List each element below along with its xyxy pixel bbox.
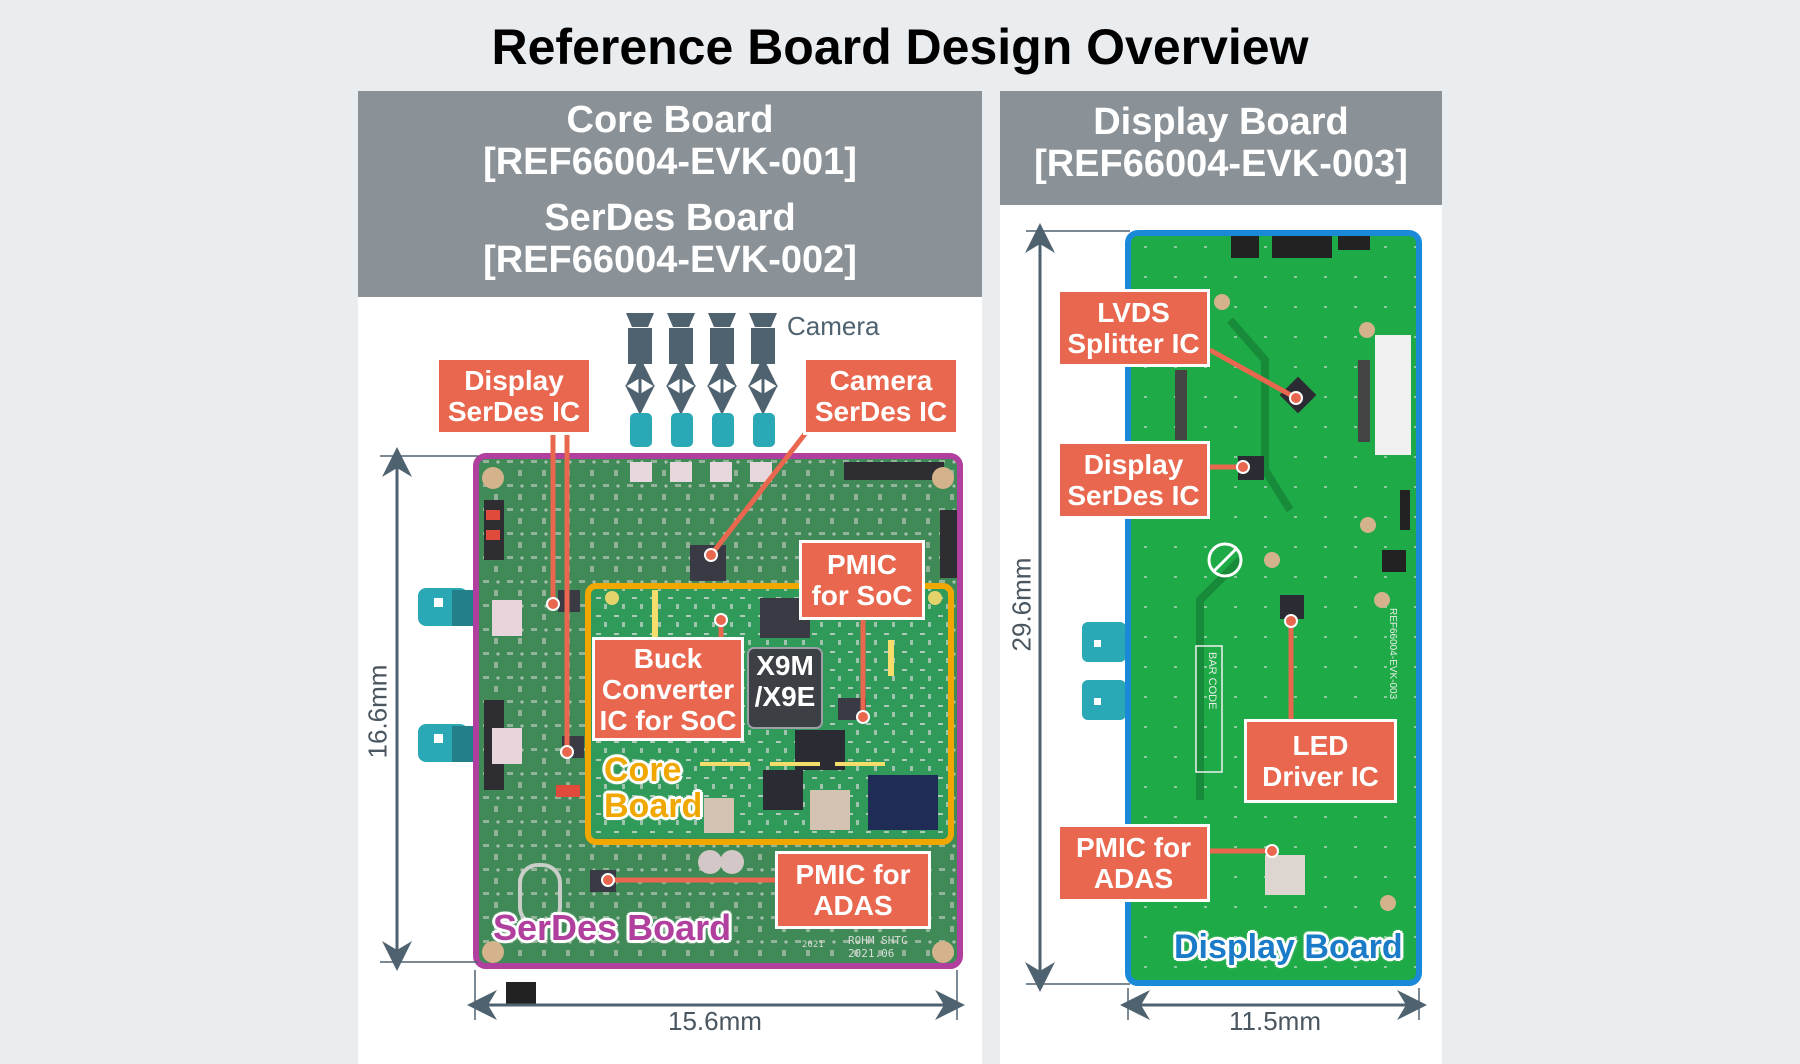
- callout-line: IC for SoC: [599, 704, 737, 736]
- callout-camera-serdes-ic: Camera SerDes IC: [803, 357, 959, 435]
- silkscreen-barcode-right: BAR CODE: [1206, 652, 1218, 710]
- camera-link-arrows: [625, 357, 778, 415]
- callout-pmic-for-soc: PMIC for SoC: [799, 540, 925, 620]
- width-dimension-right: 11.5mm: [1229, 1006, 1321, 1036]
- camera-icon: [749, 313, 777, 364]
- callout-buck-converter: Buck Converter IC for SoC: [592, 637, 744, 741]
- callout-pmic-for-adas-left: PMIC for ADAS: [775, 851, 931, 929]
- leader-lines-left: [546, 428, 870, 887]
- side-connector-1: [418, 588, 476, 626]
- display-connector-1: [1082, 622, 1126, 662]
- core-board-part: [REF66004-EVK-001]: [483, 141, 857, 183]
- callout-line: PMIC for: [1075, 832, 1192, 863]
- serdes-board-part: [REF66004-EVK-002]: [483, 239, 857, 281]
- callout-line: for SoC: [811, 580, 913, 611]
- camera-label: Camera: [787, 311, 880, 341]
- display-board-label: Display Board: [1174, 928, 1403, 966]
- right-panel-header: Display Board [REF66004-EVK-003]: [1000, 91, 1442, 205]
- width-dimension-left: 15.6mm: [668, 1006, 762, 1036]
- callout-line: PMIC for: [795, 859, 911, 890]
- core-board-label-line: Core: [604, 751, 682, 789]
- camera-icons: [626, 313, 777, 364]
- side-connector-2: [418, 724, 476, 762]
- display-board-part: [REF66004-EVK-003]: [1034, 143, 1408, 185]
- callout-line: ADAS: [1093, 863, 1174, 894]
- height-dimension-right: 29.6mm: [1006, 557, 1037, 652]
- callout-lvds-splitter-ic: LVDS Splitter IC: [1057, 289, 1210, 367]
- display-connector-2: [1082, 680, 1126, 720]
- silkscreen-line: ROHM SHTC: [848, 934, 908, 947]
- soc-label-line: X9M: [756, 650, 814, 681]
- callout-led-driver-ic: LED Driver IC: [1244, 719, 1397, 803]
- silkscreen-line: 2021.06: [848, 947, 895, 960]
- soc-label: X9M /X9E: [748, 650, 822, 712]
- camera-icon: [708, 313, 736, 364]
- callout-line: SerDes IC: [814, 396, 948, 427]
- callout-line: Driver IC: [1262, 761, 1379, 792]
- callout-line: Splitter IC: [1067, 328, 1200, 359]
- height-dimension-left: 16.6mm: [362, 664, 393, 759]
- callout-pmic-for-adas-right: PMIC for ADAS: [1057, 824, 1210, 902]
- page-title: Reference Board Design Overview: [491, 19, 1309, 75]
- callout-line: Display: [1083, 449, 1184, 480]
- callout-display-serdes-ic-right: Display SerDes IC: [1057, 441, 1210, 519]
- core-board-label-line: Board: [604, 787, 703, 825]
- display-board-outline: [1125, 230, 1422, 986]
- silkscreen-part-right: REF66004-EVK-003: [1387, 608, 1398, 700]
- camera-icon: [626, 313, 654, 364]
- serdes-board-name: SerDes Board: [544, 197, 796, 239]
- callout-line: ADAS: [813, 890, 893, 921]
- callout-line: Converter: [601, 673, 735, 705]
- callout-line: SerDes IC: [1067, 480, 1200, 511]
- serdes-board-label: SerDes Board: [493, 907, 732, 948]
- leader-lines-right: [1208, 347, 1303, 858]
- core-board-label: Core Board: [604, 752, 702, 824]
- callout-line: SerDes IC: [447, 396, 581, 427]
- callout-line: Display: [464, 365, 564, 396]
- display-board-name: Display Board: [1093, 101, 1349, 143]
- callout-line: PMIC: [827, 549, 897, 580]
- callout-line: Buck: [633, 642, 703, 674]
- dimension-lines-left: [380, 447, 965, 1020]
- core-board-outline: [585, 583, 954, 845]
- serdes-board-outline: [473, 453, 963, 969]
- silkscreen-year-left: 2021: [802, 940, 824, 950]
- callout-line: Camera: [829, 365, 933, 396]
- silkscreen-text-left: ROHM SHTC 2021.06: [848, 934, 908, 960]
- camera-connectors: [630, 413, 775, 447]
- callout-line: LED: [1292, 730, 1349, 761]
- soc-chip: [747, 647, 823, 729]
- callout-line: LVDS: [1097, 297, 1170, 328]
- soc-label-line: /X9E: [754, 681, 816, 712]
- left-panel-header: Core Board [REF66004-EVK-001] SerDes Boa…: [358, 91, 982, 297]
- dimension-lines-right: [1025, 223, 1427, 1020]
- callout-display-serdes-ic: Display SerDes IC: [436, 357, 592, 435]
- camera-icon: [667, 313, 695, 364]
- core-board-name: Core Board: [566, 99, 774, 141]
